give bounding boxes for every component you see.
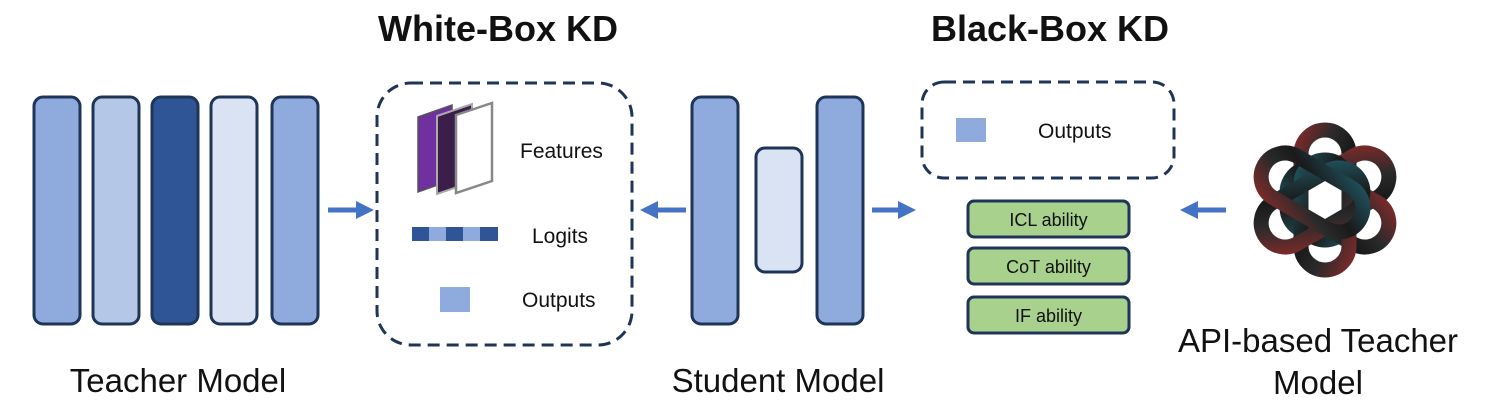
- api-teacher-label-line1: API-based Teacher: [1178, 322, 1458, 359]
- teacher-layer: [91, 95, 141, 326]
- teacher-layer: [209, 95, 259, 326]
- features-label: Features: [520, 140, 603, 163]
- ability-label: IF ability: [1015, 306, 1082, 326]
- arrow-right-icon: [872, 201, 916, 219]
- ability-pill: [966, 295, 1131, 335]
- openai-logo-icon: [1253, 122, 1397, 278]
- features-icon: [417, 101, 494, 196]
- black-box-container: [920, 80, 1176, 180]
- teacher-model: [32, 95, 320, 326]
- outputs-icon: [440, 287, 470, 312]
- arrow-left-icon: [1180, 201, 1226, 219]
- logits-label: Logits: [532, 225, 588, 248]
- arrow-left-icon: [640, 201, 686, 219]
- teacher-layer: [150, 95, 200, 326]
- student-model-label: Student Model: [672, 362, 885, 399]
- white-box-title: White-Box KD: [378, 8, 618, 49]
- arrow-right-icon: [328, 201, 374, 219]
- student-layer: [754, 146, 804, 274]
- student-layer: [690, 95, 740, 326]
- ability-list: ICL ability CoT ability IF ability: [966, 199, 1131, 335]
- ability-label: CoT ability: [1006, 257, 1091, 277]
- teacher-layer: [32, 95, 82, 326]
- teacher-model-label: Teacher Model: [70, 362, 286, 399]
- outputs-icon: [956, 118, 986, 142]
- student-layer: [815, 95, 865, 326]
- black-box-outputs-label: Outputs: [1038, 120, 1112, 143]
- ability-pill: [966, 246, 1131, 286]
- api-teacher-label-line2: Model: [1273, 364, 1363, 401]
- white-box-container: [375, 81, 634, 347]
- logits-icon: [412, 227, 498, 241]
- ability-pill: [966, 199, 1131, 239]
- student-model: [690, 95, 865, 326]
- white-box-outputs-label: Outputs: [522, 289, 596, 312]
- black-box-title: Black-Box KD: [931, 8, 1169, 49]
- teacher-layer: [270, 95, 320, 326]
- ability-label: ICL ability: [1009, 210, 1087, 230]
